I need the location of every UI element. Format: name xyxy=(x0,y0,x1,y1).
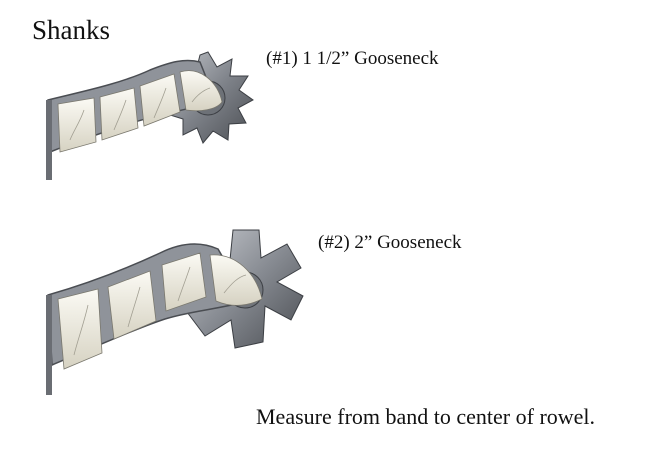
measurement-instruction: Measure from band to center of rowel. xyxy=(256,404,596,429)
caption-gooseneck-2: (#2) 2” Gooseneck xyxy=(318,232,462,253)
page-title: Shanks xyxy=(32,15,111,45)
caption-gooseneck-1: (#1) 1 1/2” Gooseneck xyxy=(266,48,439,69)
spur-shank-1-image xyxy=(46,51,254,180)
spur-shank-2-image xyxy=(46,229,304,395)
